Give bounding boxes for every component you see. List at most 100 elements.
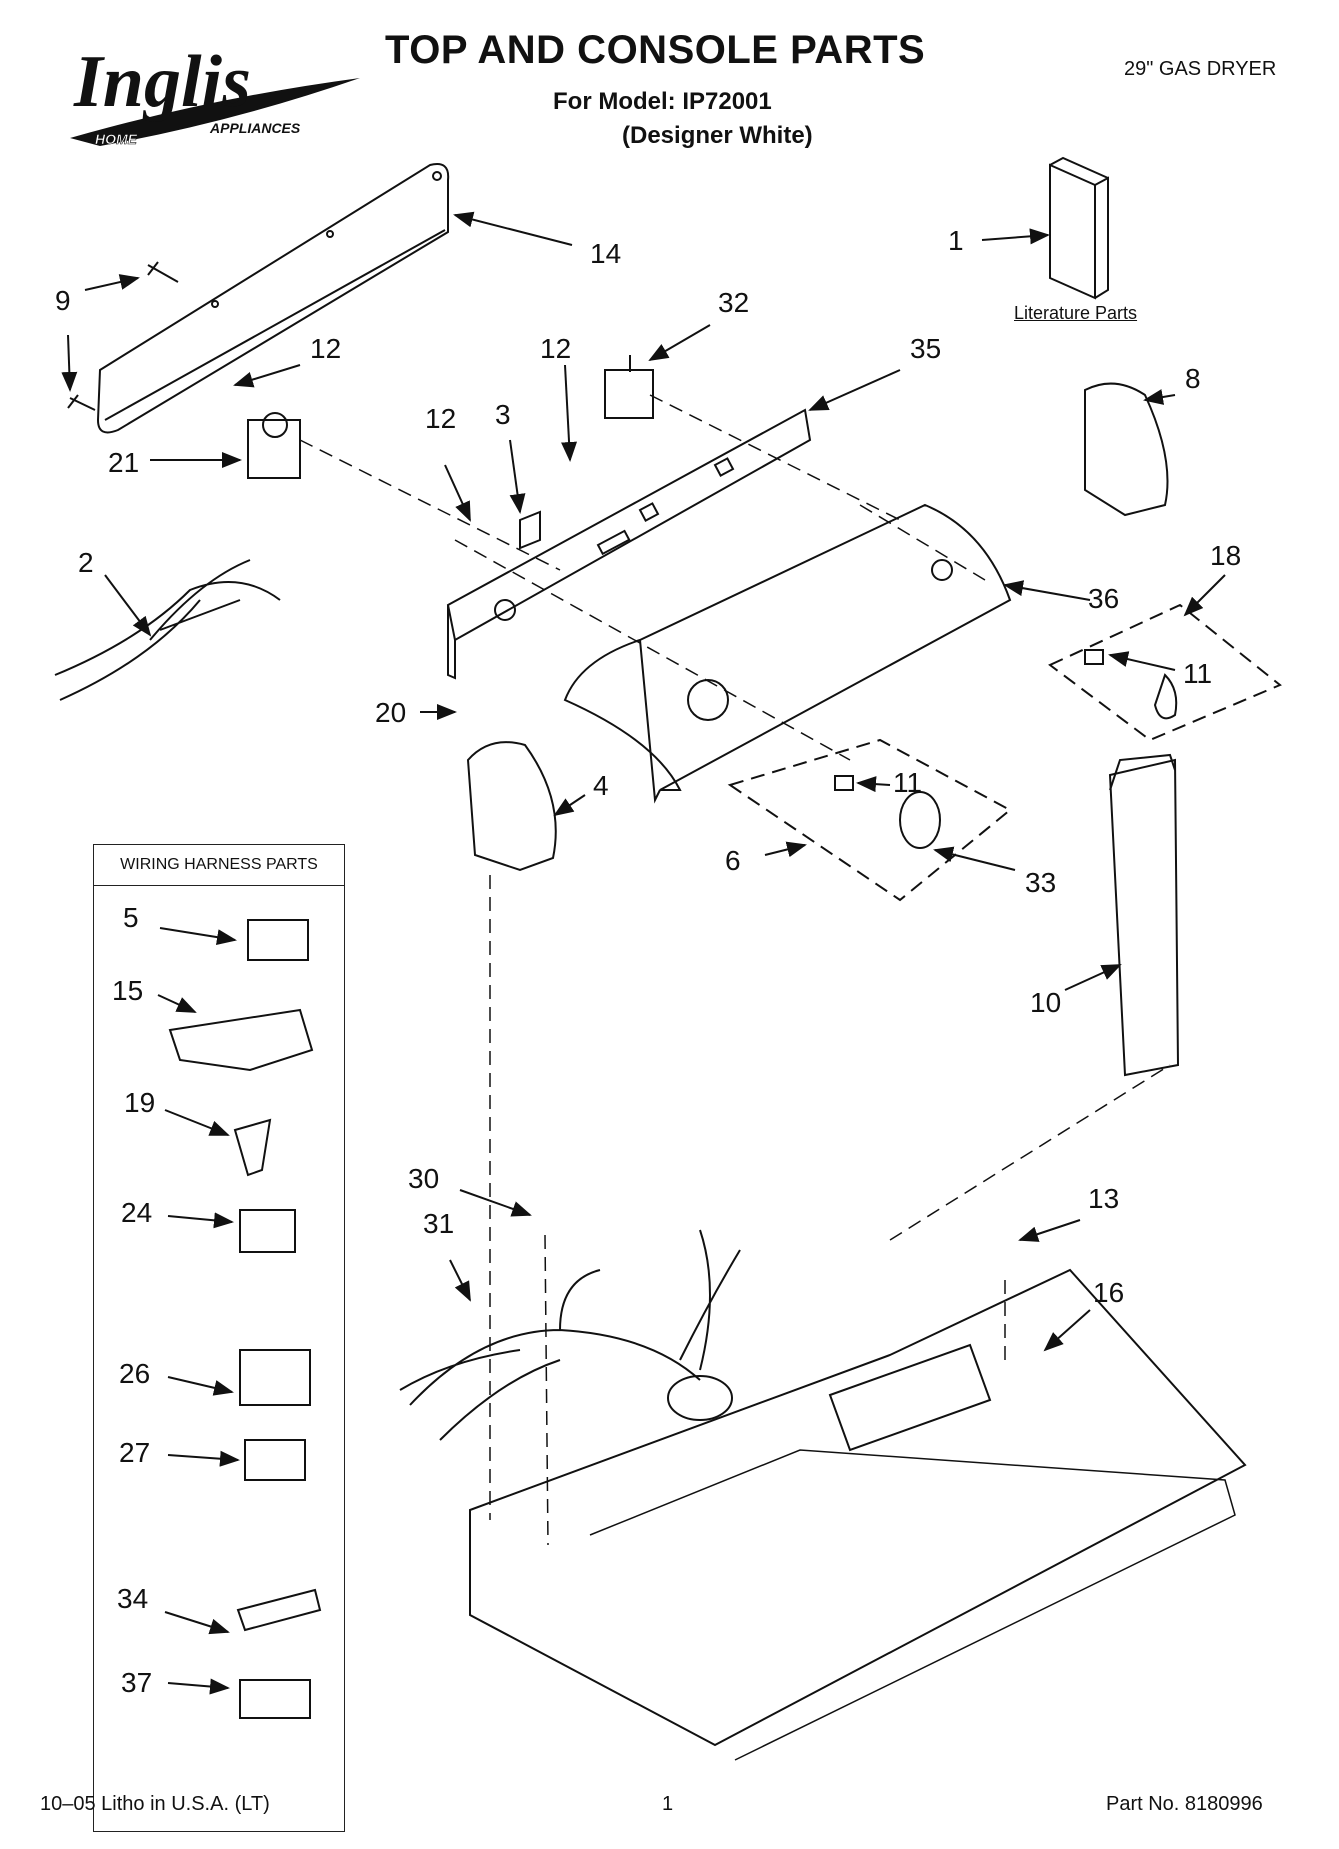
leader-12a xyxy=(233,364,301,388)
leader-14 xyxy=(453,211,573,246)
leader-26 xyxy=(167,1376,234,1396)
part-label-12: 12 xyxy=(425,403,456,434)
knob-kit-33 xyxy=(727,738,1012,902)
part-label-36: 36 xyxy=(1088,583,1119,614)
bracket-slot xyxy=(638,502,660,522)
bracket-hole xyxy=(494,599,516,621)
part-label-2: 2 xyxy=(78,547,94,578)
logo-wordmark: Inglis xyxy=(73,41,251,123)
harness-grommet xyxy=(667,1375,733,1421)
logo-swoosh xyxy=(70,78,360,146)
literature-book-top xyxy=(1049,156,1109,179)
literature-book xyxy=(1049,163,1096,300)
part-label-1: 1 xyxy=(948,225,964,256)
part-label-35: 35 xyxy=(910,333,941,364)
leader-11b xyxy=(856,776,891,793)
leader-31 xyxy=(449,1259,471,1302)
part-label-30: 30 xyxy=(408,1163,439,1194)
leader-13 xyxy=(1018,1219,1081,1242)
part-label-21: 21 xyxy=(108,447,139,478)
legend-label-19: 19 xyxy=(124,1087,155,1118)
legend-label-5: 5 xyxy=(123,902,139,933)
rear-panel-hole xyxy=(326,230,334,238)
leader-33 xyxy=(933,846,1016,871)
leader-1 xyxy=(981,228,1050,245)
align-line xyxy=(454,539,851,761)
leader-12b xyxy=(561,364,578,462)
literature-book-spine xyxy=(1094,176,1109,299)
leader-32 xyxy=(648,324,711,362)
legend-label-27: 27 xyxy=(119,1437,150,1468)
part-label-3: 3 xyxy=(495,399,511,430)
brand-logo: Inglis HOME APPLIANCES xyxy=(70,41,360,147)
knob-33 xyxy=(899,791,941,849)
page-title: TOP AND CONSOLE PARTS xyxy=(385,28,926,72)
leader-36 xyxy=(1003,580,1091,601)
leader-9b xyxy=(61,334,78,392)
part-label-33: 33 xyxy=(1025,867,1056,898)
align-line xyxy=(544,1234,549,1546)
leader-5 xyxy=(159,927,237,946)
part-label-9: 9 xyxy=(55,285,71,316)
part-label-16: 16 xyxy=(1093,1277,1124,1308)
lint-screen xyxy=(1108,758,1180,1077)
part-label-4: 4 xyxy=(593,770,609,801)
footer-part-number: Part No. 8180996 xyxy=(1106,1793,1263,1815)
clip-3 xyxy=(519,510,541,550)
part-label-32: 32 xyxy=(718,287,749,318)
rear-panel-hole xyxy=(211,300,219,308)
top-panel-inset xyxy=(589,1449,1236,1761)
leader-37 xyxy=(167,1678,230,1695)
part-label-11: 11 xyxy=(1183,658,1212,689)
connector-37 xyxy=(239,1679,311,1719)
top-panel xyxy=(469,1268,1247,1747)
leader-30 xyxy=(459,1189,532,1217)
footer-page-number: 1 xyxy=(662,1793,674,1815)
knob-18 xyxy=(1153,673,1178,720)
align-line xyxy=(859,504,986,581)
leader-11a xyxy=(1108,651,1176,671)
connector-26 xyxy=(239,1349,311,1406)
lint-screen-top xyxy=(1109,753,1176,791)
leader-3 xyxy=(509,439,526,514)
connector-24 xyxy=(239,1209,296,1253)
leader-35 xyxy=(808,369,901,411)
leader-34 xyxy=(164,1611,230,1635)
rear-panel-hole xyxy=(432,171,442,181)
end-cap-left xyxy=(466,741,557,872)
leader-2 xyxy=(104,574,152,637)
timer-knob-base xyxy=(262,412,288,438)
rear-panel-flange xyxy=(104,229,446,421)
part-label-6: 6 xyxy=(725,845,741,876)
rear-panel xyxy=(96,163,450,434)
connector-5 xyxy=(247,919,309,961)
literature-parts-label: Literature Parts xyxy=(1014,303,1138,323)
main-harness-31 xyxy=(399,1229,741,1441)
part-label-31: 31 xyxy=(423,1208,454,1239)
variant-line: (Designer White) xyxy=(622,122,813,149)
part-label-14: 14 xyxy=(590,238,621,269)
console-bracket-side xyxy=(447,605,456,680)
legend-label-26: 26 xyxy=(119,1358,150,1389)
part-label-8: 8 xyxy=(1185,363,1201,394)
console-knob-hole xyxy=(687,679,729,721)
part-label-18: 18 xyxy=(1210,540,1241,571)
leader-4 xyxy=(553,794,586,817)
leader-10 xyxy=(1064,964,1122,991)
spring-11a xyxy=(1084,649,1104,665)
part-label-12: 12 xyxy=(310,333,341,364)
footer-litho: 10–05 Litho in U.S.A. (LT) xyxy=(40,1793,270,1815)
timer-21 xyxy=(247,419,301,479)
logo-sub-left: HOME xyxy=(95,131,138,147)
connector-15 xyxy=(168,1008,314,1072)
part-label-13: 13 xyxy=(1088,1183,1119,1214)
align-line xyxy=(299,439,561,571)
leader-9a xyxy=(84,274,140,291)
console-panel xyxy=(563,503,1012,791)
align-line xyxy=(649,394,901,521)
legend-label-34: 34 xyxy=(117,1583,148,1614)
wiring-harness-box xyxy=(93,844,345,1832)
leader-18 xyxy=(1183,574,1226,617)
logo-sub-right: APPLIANCES xyxy=(209,120,301,136)
